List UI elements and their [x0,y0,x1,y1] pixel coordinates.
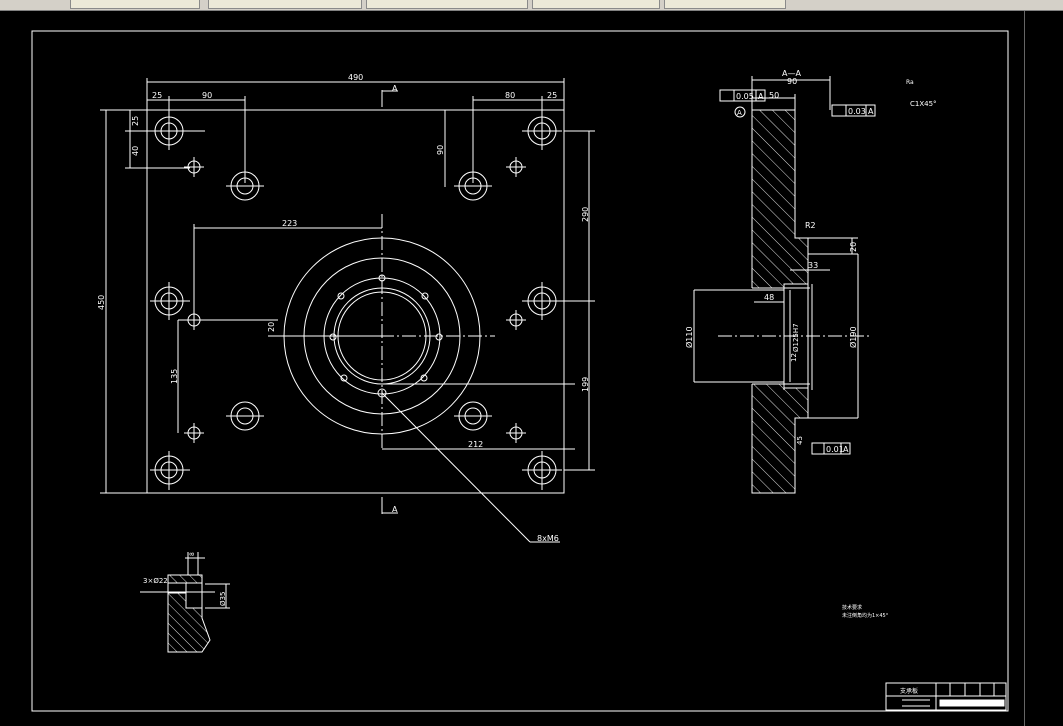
section-dim-33: 33 [808,261,818,270]
dim-height-450: 450 [97,295,106,310]
tol-top-right-datum: A [868,107,874,116]
section-dim-90: 90 [787,77,797,86]
cad-drawing: 490 25 90 80 25 A A 223 212 8xM6 25 40 4… [31,30,1009,712]
datum-circle-label: A [737,109,742,117]
document-tab-bar [0,0,1063,11]
dim-212: 212 [468,440,483,449]
section-bore-h7: Ø125H7 [792,323,800,352]
section-mark-bottom: A [392,505,398,514]
detail-dim-8: 8 [189,552,196,556]
section-dim-48: 48 [764,293,774,302]
section-title: A—A [782,69,801,78]
detail-dia-35: Ø35 [219,592,227,606]
dim-top-left-90: 90 [202,91,212,100]
dim-top-left-25: 25 [152,91,162,100]
tech-req-title: 技术要求 [842,604,862,611]
dim-top-right-25: 25 [547,91,557,100]
section-dim-45: 45 [796,436,804,445]
document-tab-2[interactable] [208,0,362,9]
section-dim-20: 20 [849,242,858,252]
radius-r2: R2 [805,221,816,230]
document-tab-1[interactable] [70,0,200,9]
dim-right-290: 290 [581,207,590,222]
section-dim-12: 12 [790,353,798,362]
dim-199: 199 [581,377,590,392]
leader-label: 8xM6 [537,534,559,543]
note-roughness: Ra [906,79,914,86]
section-dia-190: Ø190 [848,326,858,348]
dim-left-25: 25 [131,116,140,126]
dim-overall-width: 490 [348,73,363,82]
section-dia-110: Ø110 [684,326,694,348]
title-block-label: 支承板 [900,687,918,695]
tol-top-left-datum: A [758,92,764,101]
tol-top-left: 0.05 [736,92,754,101]
document-tab-4[interactable] [532,0,660,9]
detail-view [167,574,211,653]
drawing-canvas[interactable]: 490 25 90 80 25 A A 223 212 8xM6 25 40 4… [0,11,1063,726]
detail-thread: 3×Ø22 [143,577,168,585]
tol-bottom-datum: A [843,445,849,454]
sheet-border [31,30,1009,712]
document-tab-3[interactable] [366,0,528,9]
dim-20: 20 [267,322,276,332]
dim-right-90: 90 [436,145,445,155]
vertical-scrollbar[interactable] [1024,11,1039,726]
tech-req-text: 未注倒角均为1×45° [842,612,889,619]
note-chamfer: C1X45° [910,100,937,108]
tol-top-right: 0.03 [848,107,866,116]
section-dim-50: 50 [769,91,779,100]
section-mark-top: A [392,84,398,93]
tol-bottom: 0.01 [826,445,844,454]
document-tab-5[interactable] [664,0,786,9]
dim-223: 223 [282,219,297,228]
dim-left-40: 40 [131,146,140,156]
dim-top-right-80: 80 [505,91,515,100]
dim-135: 135 [170,369,179,384]
